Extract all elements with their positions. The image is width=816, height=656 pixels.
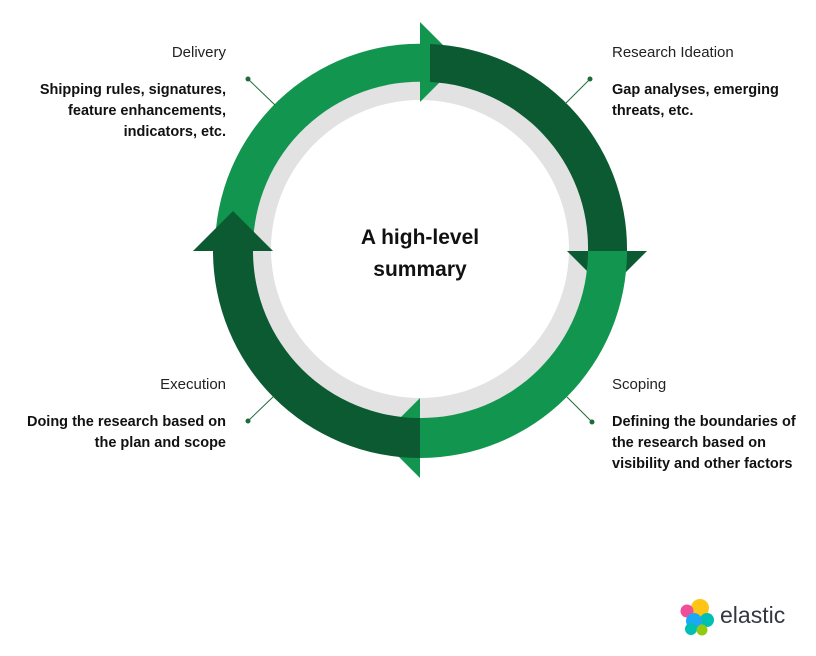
scoping-desc-line: the research based on [612,435,766,451]
execution-desc-line: Doing the research based on [26,414,226,430]
execution-label: Execution [160,376,226,393]
scoping-desc-line: visibility and other factors [612,456,793,472]
delivery-label: Delivery [171,44,226,61]
elastic-logo-text: elastic [720,602,786,628]
execution-arc [213,251,420,458]
scoping-label: Scoping [612,376,667,393]
delivery-connector-dot [245,76,251,82]
research-ideation-desc-line: threats, etc. [612,103,694,119]
scoping-connector [566,396,593,423]
research-ideation-description: Gap analyses, emerging threats, etc. [612,80,812,122]
elastic-logo: elastic [678,598,798,638]
delivery-desc-line: Shipping rules, signatures, [39,82,226,98]
scoping-connector-dot [589,419,595,425]
execution-description: Doing the research based on the plan and… [0,412,226,454]
research-ideation-label: Research Ideation [612,44,734,61]
execution-connector-dot [245,418,251,424]
execution-connector [247,395,275,422]
center-disc [271,100,569,398]
research-ideation-connector-dot [587,76,593,82]
delivery-connector [247,78,276,106]
scoping-arc [420,251,627,458]
research-ideation-desc-line: Gap analyses, emerging [612,82,779,98]
execution-arrowhead [193,211,273,251]
scoping-desc-line: Defining the boundaries of [612,414,796,430]
scoping-description: Defining the boundaries of the research … [612,412,814,475]
execution-desc-line: the plan and scope [94,435,226,451]
delivery-desc-line: feature enhancements, [68,103,226,119]
delivery-description: Shipping rules, signatures, feature enha… [0,80,226,143]
delivery-desc-line: indicators, etc. [123,124,226,140]
center-title: A high-level summary [330,222,510,286]
center-title-line-1: A high-level [360,226,480,249]
elastic-logo-mark-icon [680,599,714,636]
center-title-line-2: summary [373,258,467,281]
research-ideation-connector [564,78,591,105]
research-ideation-arc [430,44,628,251]
